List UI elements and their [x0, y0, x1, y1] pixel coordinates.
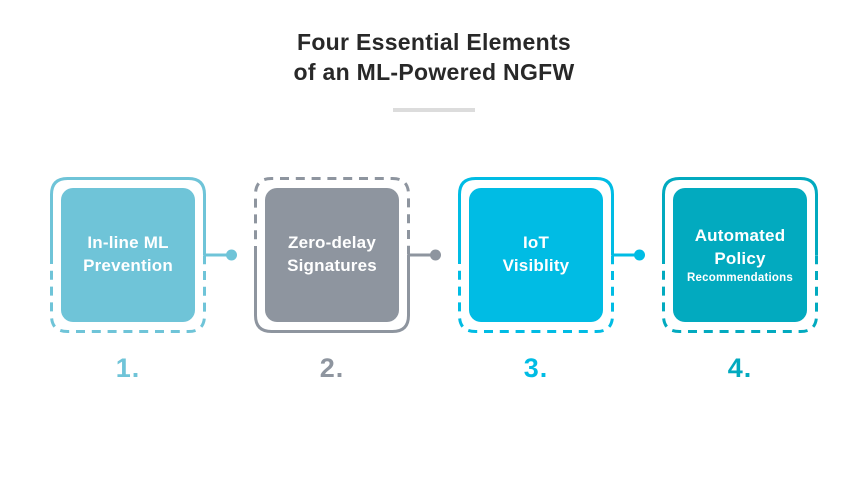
element-tile-1: In-line ML Prevention	[61, 187, 195, 322]
element-tile-3: IoT Visiblity	[469, 187, 603, 322]
element-box-4: Automated Policy Recommendations	[662, 176, 818, 333]
element-label: IoT Visiblity	[502, 233, 570, 275]
connector-3	[612, 249, 645, 261]
card-outline	[458, 176, 614, 333]
card-outline	[662, 176, 818, 333]
element-card-1: In-line ML Prevention 1.	[50, 176, 237, 384]
connector-2	[408, 249, 441, 261]
connector-dot	[226, 249, 237, 261]
element-sublabel: Recommendations	[687, 272, 793, 285]
page-title: Four Essential Elements of an ML-Powered…	[293, 29, 575, 85]
card-outline	[254, 176, 410, 333]
elements-row: In-line ML Prevention 1. Zero-delay Sign…	[0, 176, 868, 384]
element-tile-2: Zero-delay Signatures	[265, 187, 399, 322]
element-box-2: Zero-delay Signatures	[254, 176, 441, 333]
connector-line	[408, 253, 431, 257]
connector-line	[612, 253, 635, 257]
connector-1	[204, 249, 237, 261]
element-box-3: IoT Visiblity	[458, 176, 645, 333]
connector-dot	[634, 249, 645, 261]
element-number-3: 3.	[523, 352, 549, 383]
element-label: In-line ML Prevention	[83, 233, 173, 275]
connector-dot	[430, 249, 441, 261]
element-number-2: 2.	[319, 352, 345, 383]
element-tile-4: Automated Policy Recommendations	[673, 187, 807, 322]
connector-line	[204, 253, 227, 257]
element-number-1: 1.	[115, 352, 141, 383]
element-label: Automated Policy	[694, 226, 786, 268]
card-outline	[50, 176, 206, 333]
element-label: Zero-delay Signatures	[287, 233, 377, 275]
element-number-4: 4.	[727, 352, 753, 383]
element-card-3: IoT Visiblity 3.	[458, 176, 645, 384]
element-card-2: Zero-delay Signatures 2.	[254, 176, 441, 384]
element-card-4: Automated Policy Recommendations 4.	[662, 176, 818, 384]
element-box-1: In-line ML Prevention	[50, 176, 237, 333]
title-divider	[393, 107, 475, 112]
